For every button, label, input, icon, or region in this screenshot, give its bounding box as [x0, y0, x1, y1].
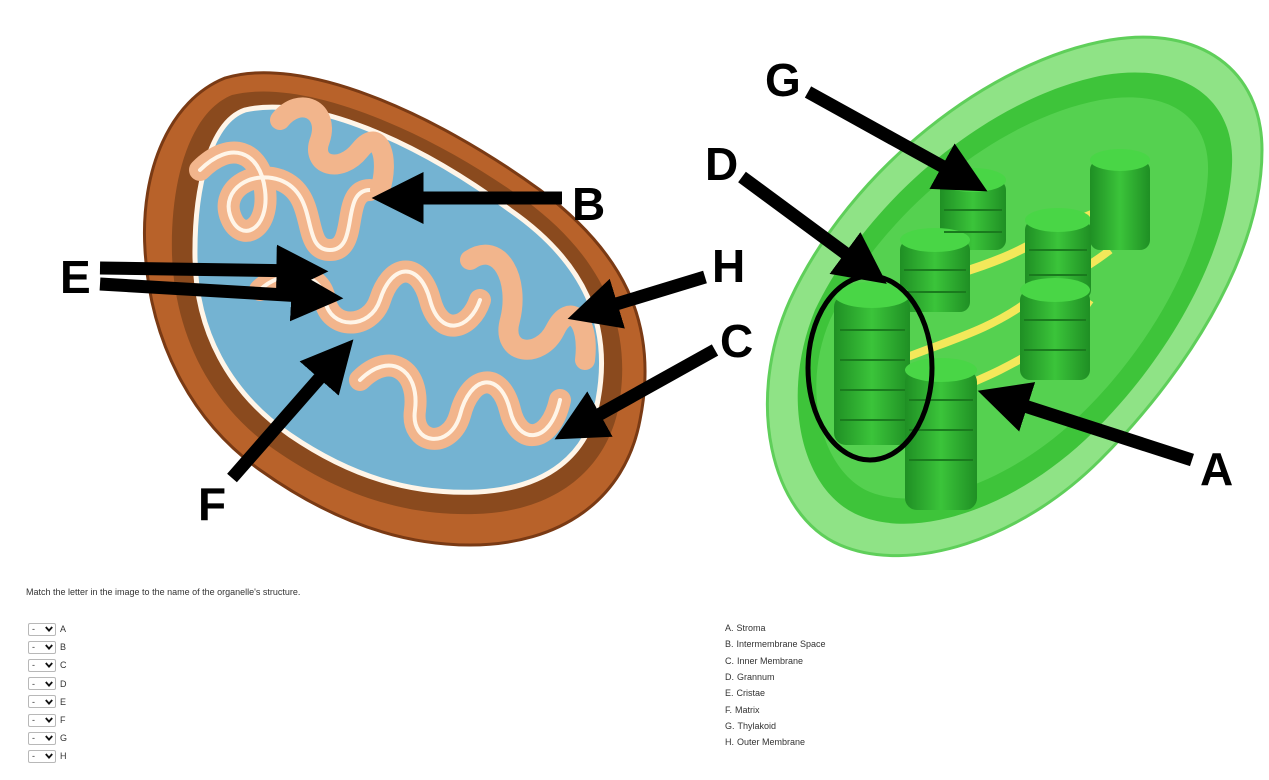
chevron-down-icon — [45, 717, 53, 723]
label-a: A — [1200, 443, 1233, 495]
dropdown-value: - — [32, 660, 35, 671]
chevron-down-icon — [45, 644, 53, 651]
answer-text: Matrix — [735, 704, 760, 715]
answer-option: D. Grannum — [725, 669, 826, 685]
answer-text: Thylakoid — [737, 720, 777, 731]
match-dropdown-f[interactable]: - — [28, 713, 56, 727]
dropdown-value: - — [32, 751, 35, 762]
answer-option: G. Thylakoid — [725, 718, 826, 734]
match-row: - C — [28, 656, 67, 674]
match-letter: C — [60, 660, 67, 671]
answer-text: Intermembrane Space — [736, 639, 826, 650]
match-row: - A — [28, 620, 67, 638]
label-c: C — [720, 315, 753, 367]
answer-letter: H. — [725, 737, 734, 748]
chloroplast-illustration — [765, 35, 1264, 558]
match-dropdown-e[interactable]: - — [28, 695, 56, 709]
answer-letter: G. — [725, 720, 735, 731]
label-h: H — [712, 240, 745, 292]
match-dropdown-h[interactable]: - — [28, 749, 56, 763]
answer-options-list: A. Stroma B. Intermembrane Space C. Inne… — [725, 620, 826, 750]
answer-letter: E. — [725, 688, 734, 699]
answer-option: C. Inner Membrane — [725, 653, 826, 669]
label-arrows — [99, 86, 1194, 483]
dropdown-value: - — [32, 733, 35, 744]
answer-text: Inner Membrane — [737, 655, 804, 666]
dropdown-value: - — [32, 715, 35, 726]
answer-letter: B. — [725, 639, 734, 650]
dropdown-value: - — [32, 696, 35, 707]
answer-letter: D. — [725, 672, 734, 683]
chevron-down-icon — [45, 662, 53, 669]
match-letter: F — [60, 715, 66, 726]
match-dropdown-a[interactable]: - — [28, 622, 56, 636]
match-row: - F — [28, 711, 67, 729]
match-letter: A — [60, 624, 67, 635]
match-row: - H — [28, 747, 67, 765]
chevron-down-icon — [45, 753, 53, 760]
answer-letter: A. — [725, 623, 734, 634]
answer-option: B. Intermembrane Space — [725, 636, 826, 652]
dropdown-value: - — [32, 624, 35, 635]
match-letter: D — [60, 678, 67, 689]
dropdown-value: - — [32, 642, 35, 653]
dropdown-value: - — [32, 678, 35, 689]
answer-text: Outer Membrane — [737, 737, 806, 748]
match-dropdown-c[interactable]: - — [28, 658, 56, 672]
match-row: - G — [28, 729, 67, 747]
answer-letter: C. — [725, 655, 734, 666]
match-dropdown-d[interactable]: - — [28, 677, 56, 691]
match-dropdown-b[interactable]: - — [28, 640, 56, 654]
grana-stack — [834, 149, 1150, 510]
label-b: B — [572, 178, 605, 230]
answer-text: Cristae — [736, 688, 766, 699]
answer-text: Grannum — [737, 672, 775, 683]
chevron-down-icon — [45, 681, 53, 687]
match-row: - D — [28, 675, 67, 693]
match-row: - E — [28, 693, 67, 711]
answer-option: A. Stroma — [725, 620, 826, 636]
match-row: - B — [28, 638, 67, 656]
label-d: D — [705, 138, 738, 190]
answer-option: E. Cristae — [725, 685, 826, 701]
mitochondrion-illustration — [142, 71, 647, 547]
answer-text: Stroma — [736, 623, 766, 634]
question-prompt: Match the letter in the image to the nam… — [26, 587, 301, 597]
match-letter: B — [60, 642, 67, 653]
chevron-down-icon — [45, 699, 53, 705]
answer-option: H. Outer Membrane — [725, 734, 826, 750]
label-e: E — [60, 251, 91, 303]
match-select-list: - A - B - C - D - E - — [28, 620, 67, 766]
organelle-diagram: B E F H C D G A — [60, 35, 1264, 558]
label-g: G — [765, 54, 801, 106]
chevron-down-icon — [45, 626, 53, 633]
match-letter: E — [60, 696, 67, 707]
chevron-down-icon — [45, 735, 53, 742]
match-letter: H — [60, 751, 67, 762]
match-letter: G — [60, 733, 68, 744]
match-dropdown-g[interactable]: - — [28, 731, 56, 745]
answer-option: F. Matrix — [725, 701, 826, 717]
label-f: F — [198, 478, 226, 530]
answer-letter: F. — [725, 704, 733, 715]
